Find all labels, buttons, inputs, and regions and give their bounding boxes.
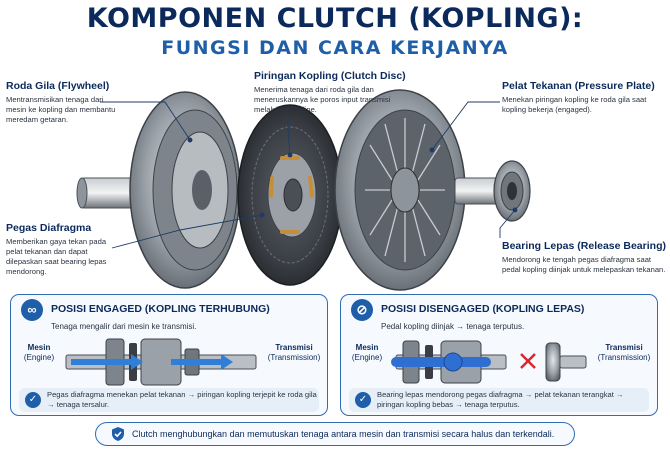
callout-pressure-plate-text: Menekan piringan kopling ke roda gila sa… <box>502 95 647 114</box>
callout-pressure-plate: Pelat Tekanan (Pressure Plate) Menekan p… <box>502 80 662 115</box>
disengaged-right-label: Transmisi(Transmission) <box>597 343 651 362</box>
disengaged-left-label: Mesin(Engine) <box>351 343 383 362</box>
clutch-disc-graphic <box>237 104 343 286</box>
engaged-panel: ∞ POSISI ENGAGED (KOPLING TERHUBUNG) Ten… <box>10 294 328 416</box>
callout-release-bearing: Bearing Lepas (Release Bearing) Mendoron… <box>502 240 666 275</box>
callout-release-bearing-title: Bearing Lepas (Release Bearing) <box>502 240 666 252</box>
broken-link-icon: ⊘ <box>351 299 373 321</box>
summary-text: Clutch menghubungkan dan memutuskan tena… <box>132 429 555 439</box>
disengaged-panel: ⊘ POSISI DISENGAGED (KOPLING LEPAS) Peda… <box>340 294 658 416</box>
callout-clutch-disc-title: Piringan Kopling (Clutch Disc) <box>254 70 406 82</box>
disengaged-note-text: Bearing lepas mendorong pegas diafragma … <box>377 390 624 409</box>
shield-icon <box>112 427 124 441</box>
engaged-note: ✓ Pegas diafragma menekan pelat tekanan … <box>19 388 319 412</box>
engaged-left-label: Mesin(Engine) <box>23 343 55 362</box>
link-icon: ∞ <box>21 299 43 321</box>
power-flow-arrows <box>71 354 233 370</box>
page-subtitle: FUNGSI DAN CARA KERJANYA <box>161 37 509 59</box>
callout-clutch-disc: Piringan Kopling (Clutch Disc) Menerima … <box>254 70 414 115</box>
callout-flywheel-text: Mentransmisikan tenaga dari mesin ke kop… <box>6 95 116 124</box>
engaged-right-label: Transmisi(Transmission) <box>267 343 321 362</box>
clutch-exploded-diagram <box>76 89 531 291</box>
engaged-note-text: Pegas diafragma menekan pelat tekanan → … <box>47 390 317 409</box>
summary-banner: Clutch menghubungkan dan memutuskan tena… <box>95 422 575 446</box>
callout-diaphragm-spring-text: Memberikan gaya tekan pada pelat tekanan… <box>6 237 107 276</box>
check-icon: ✓ <box>355 392 371 408</box>
callout-release-bearing-text: Mendorong ke tengah pegas diafragma saat… <box>502 255 666 274</box>
flywheel-graphic <box>76 91 241 289</box>
release-bearing-graphic <box>454 160 531 222</box>
callout-flywheel: Roda Gila (Flywheel) Mentransmisikan ten… <box>6 80 118 125</box>
engaged-desc: Tenaga mengalir dari mesin ke transmisi. <box>51 322 197 331</box>
pressure-plate-graphic <box>334 89 466 291</box>
engaged-title: POSISI ENGAGED (KOPLING TERHUBUNG) <box>51 303 270 315</box>
disengaged-desc: Pedal kopling diinjak → tenaga terputus. <box>381 322 525 331</box>
disengaged-assembly-graphic <box>391 340 587 384</box>
callout-diaphragm-spring: Pegas Diafragma Memberikan gaya tekan pa… <box>6 222 118 277</box>
callout-clutch-disc-text: Menerima tenaga dari roda gila dan mener… <box>254 85 391 114</box>
disengaged-note: ✓ Bearing lepas mendorong pegas diafragm… <box>349 388 649 412</box>
callout-flywheel-title: Roda Gila (Flywheel) <box>6 80 110 92</box>
disengaged-title: POSISI DISENGAGED (KOPLING LEPAS) <box>381 303 585 315</box>
check-icon: ✓ <box>25 392 41 408</box>
callout-diaphragm-spring-title: Pegas Diafragma <box>6 222 92 234</box>
disconnect-x-icon <box>520 353 536 369</box>
release-fork-graphic <box>391 352 491 372</box>
page-title: KOMPONEN CLUTCH (KOPLING): <box>86 3 584 34</box>
engaged-assembly-graphic <box>65 338 257 386</box>
callout-pressure-plate-title: Pelat Tekanan (Pressure Plate) <box>502 80 655 92</box>
